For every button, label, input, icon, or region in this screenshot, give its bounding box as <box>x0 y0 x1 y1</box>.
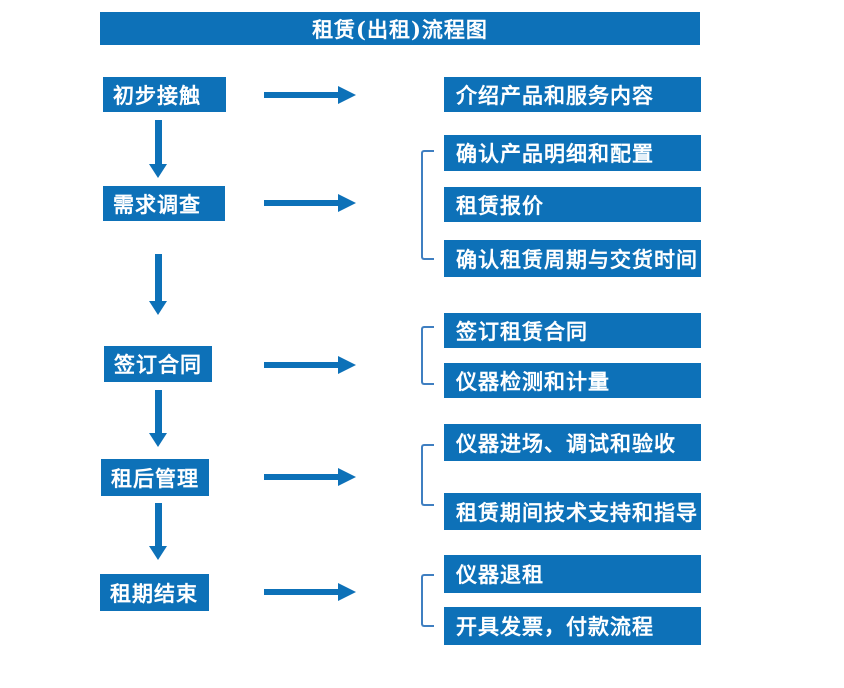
down-arrow-shaft <box>154 254 162 302</box>
group-bracket <box>421 574 434 627</box>
down-arrow-shaft <box>154 503 162 547</box>
detail-box-tech-support: 租赁期间技术支持和指导 <box>444 493 701 530</box>
detail-box-instrument-return: 仪器退租 <box>444 555 701 593</box>
right-arrow-shaft <box>264 362 338 368</box>
stage-box-demand-survey: 需求调查 <box>103 186 225 221</box>
right-arrow-shaft <box>264 474 338 480</box>
down-arrow-icon <box>149 503 167 560</box>
detail-box-rental-quote: 租赁报价 <box>444 187 701 222</box>
right-arrow-head <box>338 583 356 601</box>
right-arrow-head <box>338 86 356 104</box>
detail-box-instrument-testing: 仪器检测和计量 <box>444 363 701 398</box>
detail-box-instrument-setup-acceptance: 仪器进场、调试和验收 <box>444 424 701 461</box>
down-arrow-head <box>149 164 167 178</box>
down-arrow-head <box>149 546 167 560</box>
stage-box-initial-contact: 初步接触 <box>103 77 226 112</box>
detail-box-confirm-period-delivery: 确认租赁周期与交货时间 <box>444 240 701 277</box>
stage-box-post-rental-management: 租后管理 <box>101 459 209 496</box>
down-arrow-icon <box>149 390 167 447</box>
flowchart-title: 租赁(出租)流程图 <box>100 12 700 45</box>
right-arrow-icon <box>264 583 356 601</box>
right-arrow-head <box>338 468 356 486</box>
detail-box-invoice-payment: 开具发票，付款流程 <box>444 607 701 645</box>
detail-box-confirm-product-config: 确认产品明细和配置 <box>444 135 701 171</box>
down-arrow-shaft <box>154 390 162 434</box>
detail-box-sign-rental-contract: 签订租赁合同 <box>444 313 701 348</box>
down-arrow-head <box>149 433 167 447</box>
right-arrow-shaft <box>264 92 338 98</box>
stage-box-lease-end: 租期结束 <box>100 574 209 611</box>
right-arrow-icon <box>264 468 356 486</box>
down-arrow-shaft <box>154 120 162 165</box>
right-arrow-shaft <box>264 589 338 595</box>
group-bracket <box>421 444 434 506</box>
right-arrow-head <box>338 356 356 374</box>
detail-box-introduce-products: 介绍产品和服务内容 <box>444 77 701 112</box>
group-bracket <box>421 150 434 260</box>
right-arrow-head <box>338 194 356 212</box>
right-arrow-icon <box>264 86 356 104</box>
down-arrow-icon <box>149 120 167 178</box>
right-arrow-icon <box>264 356 356 374</box>
group-bracket <box>421 326 434 385</box>
stage-box-sign-contract: 签订合同 <box>104 346 212 382</box>
down-arrow-icon <box>149 254 167 315</box>
right-arrow-icon <box>264 194 356 212</box>
down-arrow-head <box>149 301 167 315</box>
right-arrow-shaft <box>264 200 338 206</box>
